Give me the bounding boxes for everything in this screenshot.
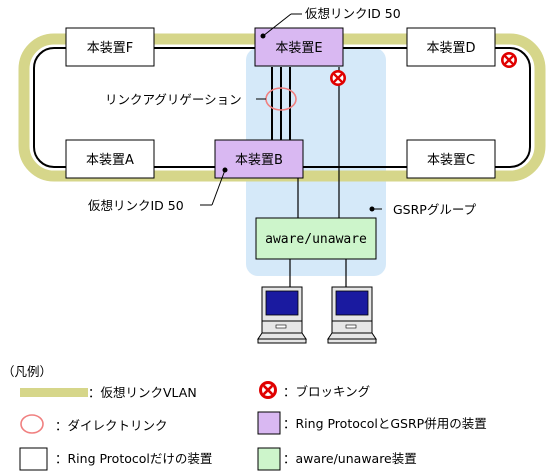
legend-title: （凡例） xyxy=(2,364,52,379)
legend-vlan-swatch xyxy=(20,388,88,397)
legend-ring-gsrp-swatch xyxy=(257,411,281,435)
node-a-label: 本装置A xyxy=(86,153,134,168)
node-a: 本装置A xyxy=(65,139,155,179)
legend-direct-link-swatch xyxy=(20,414,44,434)
legend-aware-swatch xyxy=(257,447,281,471)
legend-direct-link-text: ：ダイレクトリンク xyxy=(55,418,168,433)
node-b-label: 本装置B xyxy=(235,153,283,168)
blocking-icon-d xyxy=(501,52,517,68)
node-aware-label: aware/unaware xyxy=(265,232,367,247)
legend-vlan-text: ：仮想リンクVLAN xyxy=(88,385,197,400)
node-c: 本装置C xyxy=(406,139,496,179)
blocking-icon-e xyxy=(330,70,346,86)
vlink-top-leader xyxy=(262,13,292,37)
vlink-top-label: 仮想リンクID 50 xyxy=(305,6,401,21)
vlink-bottom-label: 仮想リンクID 50 xyxy=(88,198,184,213)
legend-ring-only-text: ：Ring Protocolだけの装置 xyxy=(55,451,212,466)
legend-blocking-icon xyxy=(259,381,277,399)
pc-icon xyxy=(257,286,307,344)
legend-ring-only-swatch xyxy=(19,447,48,471)
node-d: 本装置D xyxy=(406,27,496,67)
node-aware: aware/unaware xyxy=(255,217,377,260)
node-d-label: 本装置D xyxy=(426,41,475,56)
gsrp-dot xyxy=(369,206,375,212)
legend-ring-gsrp-text: ：Ring ProtocolとGSRP併用の装置 xyxy=(283,416,487,431)
node-e-label: 本装置E xyxy=(275,41,322,56)
node-e: 本装置E xyxy=(254,27,344,67)
vlink-bottom-leader xyxy=(211,169,226,206)
pc-icon xyxy=(327,286,377,344)
vlink-top-dot xyxy=(260,33,266,39)
gsrp-group-label: GSRPグループ xyxy=(393,202,477,217)
vlink-bottom-dot xyxy=(222,167,228,173)
link-aggregation-label: リンクアグリゲーション xyxy=(105,92,242,107)
legend-aware-text: ：aware/unaware装置 xyxy=(283,451,417,466)
node-f-label: 本装置F xyxy=(87,41,133,56)
legend-blocking-text: ：ブロッキング xyxy=(283,384,370,399)
node-f: 本装置F xyxy=(65,27,155,67)
node-c-label: 本装置C xyxy=(427,153,475,168)
node-b: 本装置B xyxy=(214,139,304,179)
